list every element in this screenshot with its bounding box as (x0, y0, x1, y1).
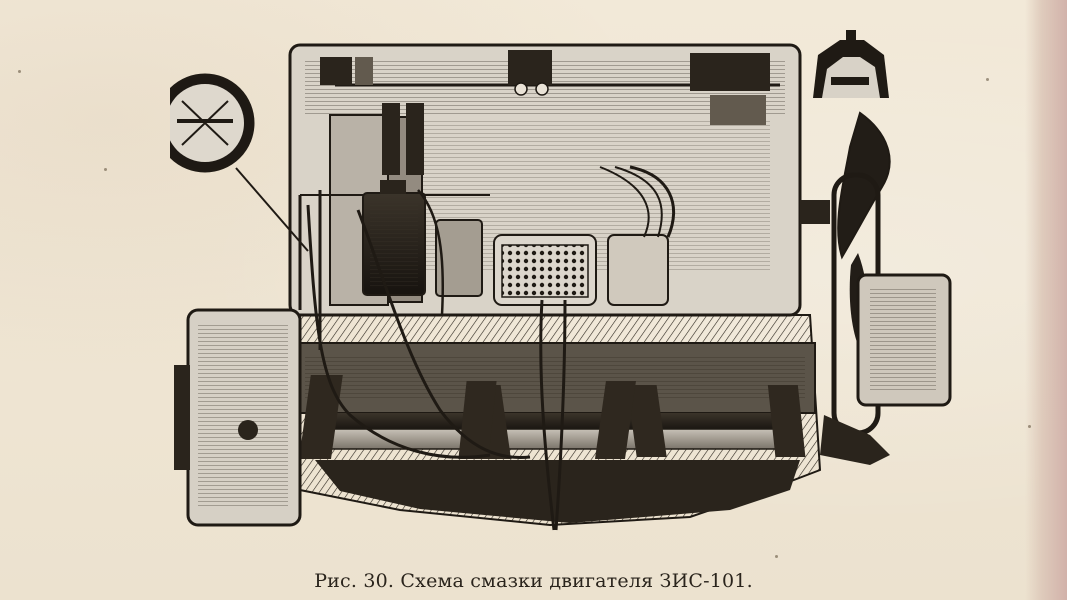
engine-lubrication-diagram (170, 30, 952, 531)
oil-pressure-gauge (170, 73, 309, 252)
paper-speck (986, 78, 989, 81)
paper-speck (104, 168, 107, 171)
paper-speck (1028, 425, 1031, 428)
figure-caption: Рис. 30. Схема смазки двигателя ЗИС-101. (314, 570, 753, 592)
valve-mechanism (320, 50, 770, 175)
oil-filter (362, 180, 426, 296)
air-filter-carburetor (435, 165, 676, 306)
oil-lines (306, 189, 567, 531)
detail-inset (813, 30, 889, 98)
flywheel-housing (174, 308, 302, 527)
paper-speck (18, 70, 21, 73)
page-edge-shadow (1025, 0, 1067, 600)
fan-pulley-assembly (800, 111, 952, 465)
paper-speck (775, 555, 778, 558)
